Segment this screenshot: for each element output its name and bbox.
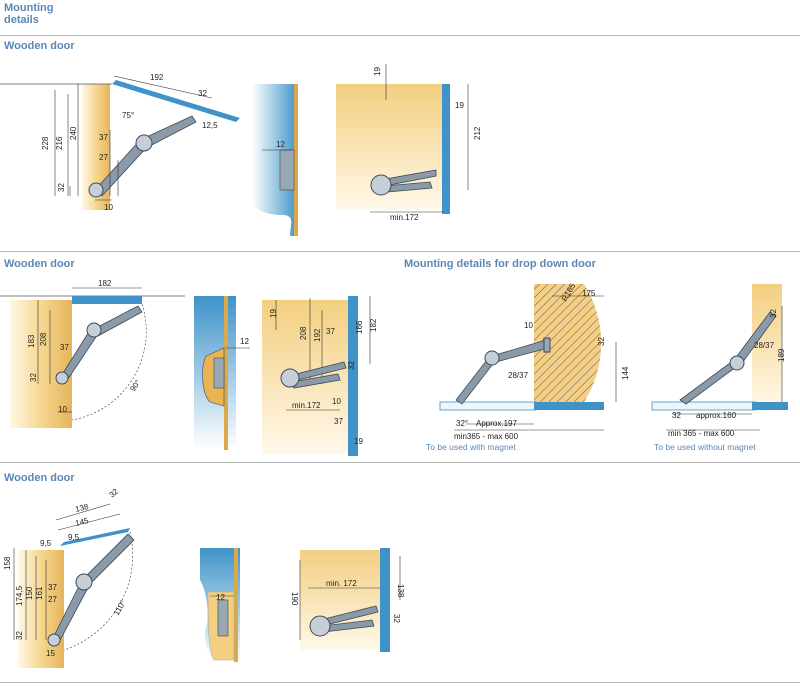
diagram-wooden-door-1: 192 32 75° 12,5 228 216 240 37 27 32 10 bbox=[0, 73, 240, 212]
dim-label: 15 bbox=[46, 649, 55, 658]
diagram-wooden-door-3-side: 12 bbox=[200, 548, 240, 662]
dim-label: 145 bbox=[74, 516, 90, 528]
dim-label: 240 bbox=[69, 126, 78, 140]
section-title: Wooden door bbox=[4, 258, 75, 270]
dim-label: min.172 bbox=[390, 213, 419, 222]
dim-label: 10 bbox=[332, 397, 341, 406]
dim-label: 28/37 bbox=[754, 341, 775, 350]
dim-label: 189 bbox=[777, 348, 786, 362]
dim-label: 138 bbox=[74, 502, 90, 514]
diagram-wooden-door-1-side: 12 bbox=[252, 84, 298, 236]
dim-label: 32 bbox=[392, 614, 401, 623]
divider bbox=[0, 462, 800, 463]
dim-label: min. 172 bbox=[326, 579, 357, 588]
dim-label: Approx.197 bbox=[476, 419, 517, 428]
dim-label: 190 bbox=[290, 592, 299, 606]
dim-label: 32 bbox=[597, 337, 606, 346]
dim-label: 90° bbox=[128, 378, 142, 393]
dim-label: 192 bbox=[150, 73, 164, 82]
dim-label: 37 bbox=[99, 133, 108, 142]
dim-label: 32 bbox=[198, 89, 207, 98]
dim-label: 37 bbox=[60, 343, 69, 352]
dim-label: 208 bbox=[39, 332, 48, 346]
caption: To be used without magnet bbox=[654, 442, 756, 452]
dim-label: 110° bbox=[112, 599, 128, 617]
section-title: Wooden door bbox=[4, 472, 75, 484]
divider bbox=[0, 35, 800, 36]
dim-label: 27 bbox=[99, 153, 108, 162]
dim-label: 32 bbox=[29, 373, 38, 382]
dim-label: 212 bbox=[473, 126, 482, 140]
dim-label: 32° bbox=[456, 419, 468, 428]
dim-label: 32 bbox=[672, 411, 681, 420]
dim-label: 10 bbox=[104, 203, 113, 212]
diagram-drop-down-door-with-magnet: R165 175 10 32 28/37 144 32° Approx.197 … bbox=[426, 281, 630, 452]
page-title: Mounting details bbox=[4, 2, 54, 26]
dim-label: 37 bbox=[48, 583, 57, 592]
dim-label: 158 bbox=[3, 556, 12, 570]
dim-label: 166 bbox=[355, 320, 364, 334]
dim-label: 32 bbox=[15, 631, 24, 640]
dim-label: 19 bbox=[354, 437, 363, 446]
diagram-drop-down-door-without-magnet: 32 28/37 189 32 approx.160 min 365 - max… bbox=[651, 284, 788, 452]
dim-label: 12 bbox=[276, 140, 285, 149]
dim-label: 32 bbox=[347, 361, 356, 370]
dim-label: 19 bbox=[269, 309, 278, 318]
dim-label: 37 bbox=[334, 417, 343, 426]
dim-label: min 365 - max 600 bbox=[668, 429, 735, 438]
dim-label: 27 bbox=[48, 595, 57, 604]
dim-label: min.172 bbox=[292, 401, 321, 410]
dim-label: 174,5 bbox=[15, 585, 24, 606]
diagram-wooden-door-3-front: min. 172 138 190 32 bbox=[290, 548, 405, 652]
dim-label: 32 bbox=[769, 309, 778, 318]
dim-label: min365 - max 600 bbox=[454, 432, 519, 441]
dim-label: 182 bbox=[369, 318, 378, 332]
dim-label: 19 bbox=[373, 67, 382, 76]
dim-label: 9,5 bbox=[68, 533, 80, 542]
dim-label: 138 bbox=[396, 584, 405, 598]
dim-label: 32 bbox=[108, 487, 121, 500]
dim-label: 12,5 bbox=[202, 121, 218, 130]
diagram-wooden-door-2-front: 19 208 192 37 166 182 32 min.172 10 37 1… bbox=[262, 296, 378, 456]
dim-label: 75° bbox=[122, 111, 134, 120]
dim-label: 32 bbox=[57, 183, 66, 192]
dim-label: 182 bbox=[98, 279, 112, 288]
dim-label: 12 bbox=[216, 593, 225, 602]
dim-label: 10 bbox=[58, 405, 67, 414]
dim-label: 9,5 bbox=[40, 539, 52, 548]
diagram-wooden-door-2: 182 183 208 37 32 90° 10 bbox=[0, 279, 185, 428]
dim-label: 19 bbox=[455, 101, 464, 110]
dim-label: 144 bbox=[621, 366, 630, 380]
section-title-drop-down: Mounting details for drop down door bbox=[404, 258, 596, 270]
dim-label: 161 bbox=[35, 586, 44, 600]
dim-label: 216 bbox=[55, 136, 64, 150]
dim-label: 10 bbox=[524, 321, 533, 330]
section-title: Wooden door bbox=[4, 40, 75, 52]
dim-label: 12 bbox=[240, 337, 249, 346]
dim-label: 183 bbox=[27, 334, 36, 348]
dim-label: 192 bbox=[313, 328, 322, 342]
diagram-wooden-door-2-side: 12 bbox=[194, 296, 250, 450]
dim-label: 228 bbox=[41, 136, 50, 150]
dim-label: 175 bbox=[582, 289, 596, 298]
diagram-wooden-door-1-front: 19 19 212 min.172 bbox=[336, 64, 482, 222]
divider bbox=[0, 251, 800, 252]
caption: To be used with magnet bbox=[426, 442, 516, 452]
diagram-wooden-door-3: 138 145 32 9,5 9,5 110° 158 174,5 150 16… bbox=[3, 487, 135, 668]
dim-label: 28/37 bbox=[508, 371, 529, 380]
dim-label: 208 bbox=[299, 326, 308, 340]
dim-label: approx.160 bbox=[696, 411, 737, 420]
dim-label: 150 bbox=[25, 586, 34, 600]
divider bbox=[0, 682, 800, 683]
dim-label: 37 bbox=[326, 327, 335, 336]
